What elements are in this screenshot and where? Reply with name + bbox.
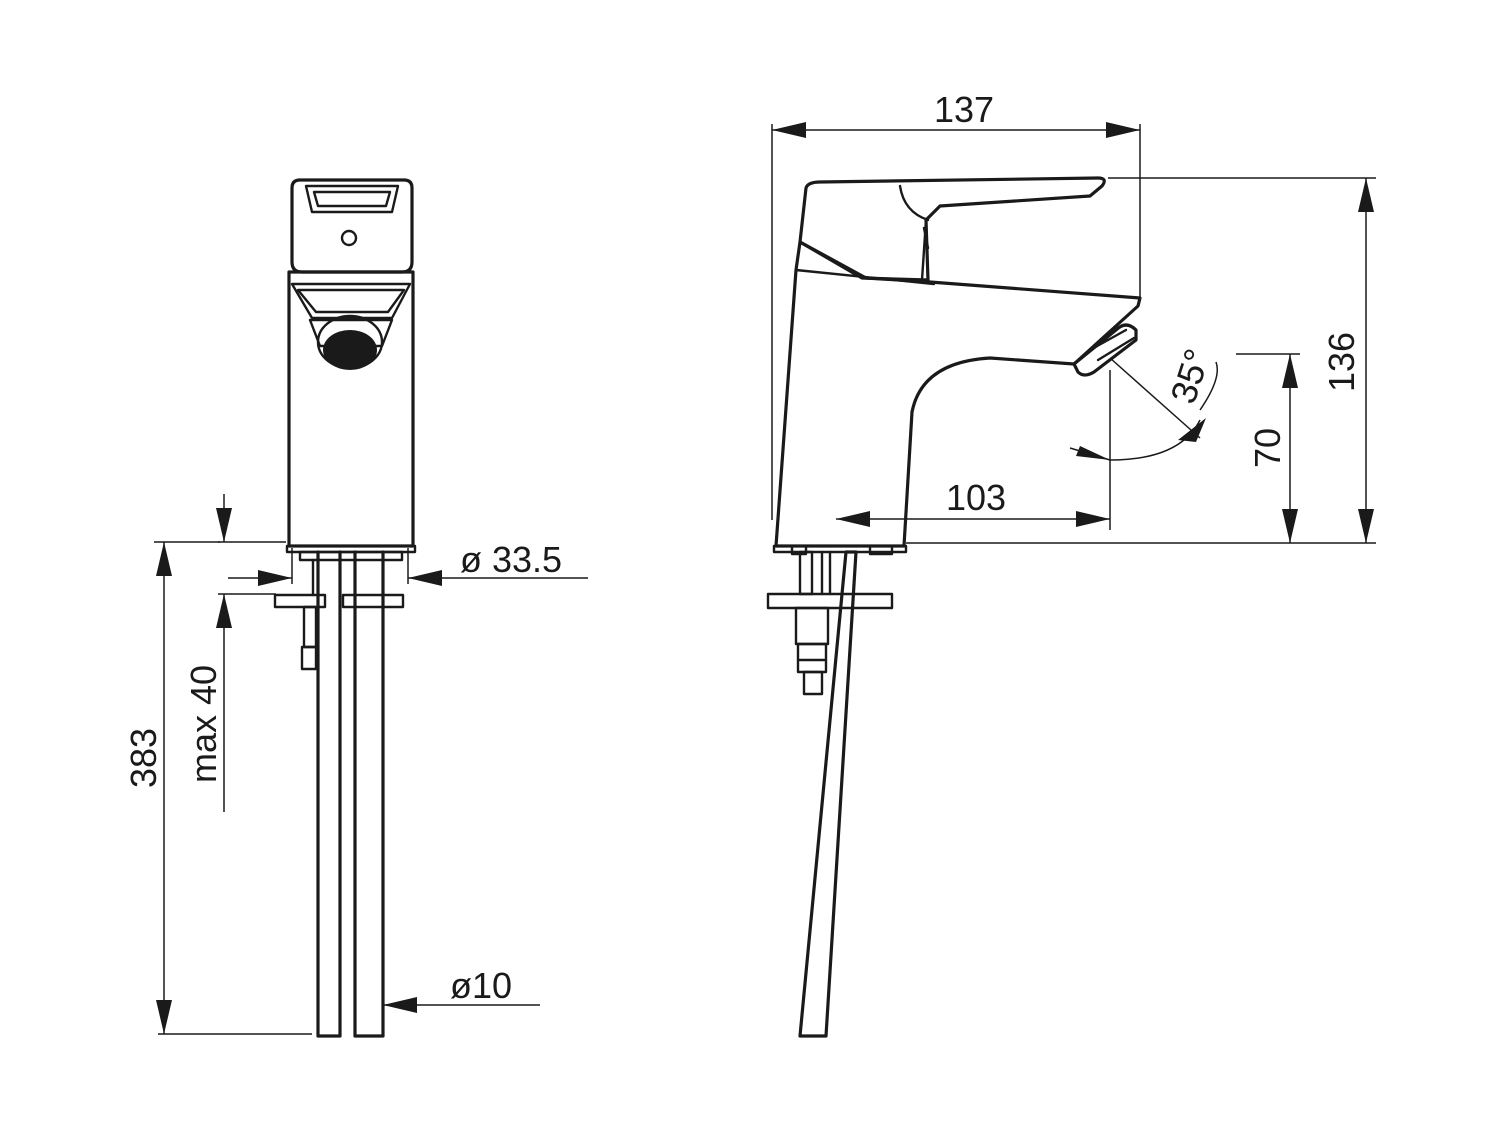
dim-angle: 35° [1162,344,1218,408]
front-hose-left [316,550,342,1038]
front-aerator [323,330,377,370]
side-hose [798,550,858,1038]
dim-height-overall: 136 [1321,332,1362,392]
dim-max-thickness: max 40 [183,665,224,783]
front-handle-cap [290,178,414,274]
dim-base-diameter: ø 33.5 [460,539,562,580]
dim-hose-length: 383 [123,728,164,788]
front-view [273,178,417,1038]
dim-spout-reach: 103 [946,477,1006,518]
side-aerator [1072,323,1138,377]
side-mounting-washer [766,592,894,610]
side-body [774,240,1142,548]
dim-hose-diameter: ø10 [450,965,512,1006]
side-view [766,176,1142,1038]
dim-width-overall: 137 [934,89,994,130]
front-hose-right [353,550,385,1038]
front-mounting-washer [273,593,327,609]
dimension-lines [154,122,1376,1035]
dim-spout-height: 70 [1247,428,1288,468]
side-lever [798,176,1106,282]
